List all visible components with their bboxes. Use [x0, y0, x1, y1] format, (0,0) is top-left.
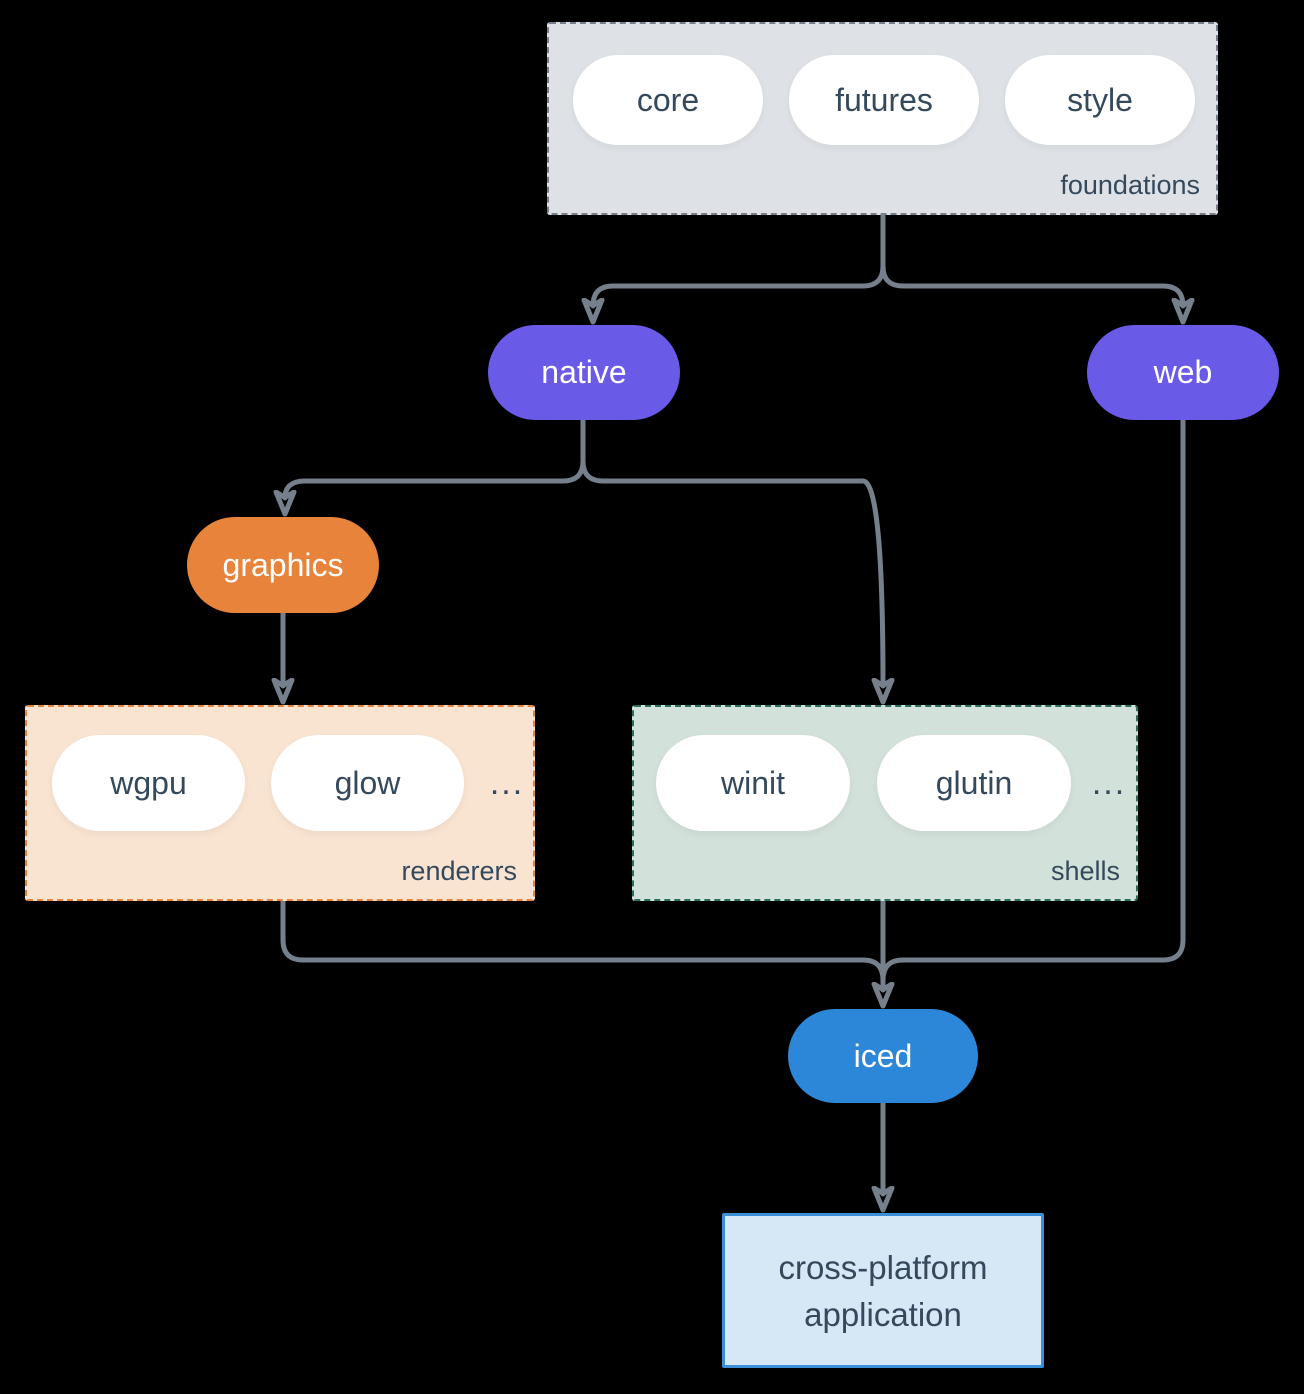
- shells-group-label: shells: [1050, 856, 1120, 886]
- node-graphics: graphics: [187, 517, 379, 613]
- renderers-group-label: renderers: [401, 856, 517, 886]
- node-native: native: [488, 325, 680, 420]
- node-style-label: style: [1067, 81, 1133, 118]
- node-glutin-label: glutin: [935, 764, 1013, 801]
- node-cross-platform-application: cross-platform application: [722, 1213, 1044, 1368]
- node-web-label: web: [1153, 354, 1213, 390]
- node-iced: iced: [788, 1009, 978, 1103]
- node-wgpu: wgpu: [52, 735, 245, 831]
- application-label-line1: cross-platform: [778, 1248, 988, 1286]
- node-web: web: [1087, 325, 1279, 420]
- edge-foundations-native: [593, 212, 886, 306]
- foundations-group-label: foundations: [1060, 170, 1200, 200]
- renderers-ellipsis: ...: [489, 763, 525, 802]
- edge-renderers-iced: [280, 897, 886, 983]
- renderers-group: wgpu glow ... renderers: [25, 705, 535, 901]
- edge-foundations-web: [880, 212, 1183, 306]
- node-futures-label: futures: [835, 81, 933, 118]
- node-iced-label: iced: [853, 1037, 913, 1074]
- node-glow-label: glow: [334, 764, 401, 801]
- edge-native-shells: [580, 417, 883, 686]
- edge-native-graphics: [285, 417, 586, 498]
- node-glutin: glutin: [877, 735, 1071, 831]
- node-core-label: core: [636, 81, 700, 118]
- node-wgpu-label: wgpu: [110, 764, 187, 801]
- node-graphics-label: graphics: [222, 546, 344, 583]
- shells-ellipsis: ...: [1091, 763, 1127, 802]
- node-core: core: [573, 55, 763, 145]
- application-label-line2: application: [804, 1295, 962, 1333]
- node-winit-label: winit: [720, 764, 785, 801]
- shells-group: winit glutin ... shells: [632, 705, 1138, 901]
- node-style: style: [1005, 55, 1195, 145]
- node-glow: glow: [271, 735, 464, 831]
- foundations-group: core futures style foundations: [547, 22, 1218, 215]
- node-native-label: native: [541, 354, 627, 390]
- node-futures: futures: [789, 55, 979, 145]
- node-winit: winit: [656, 735, 850, 831]
